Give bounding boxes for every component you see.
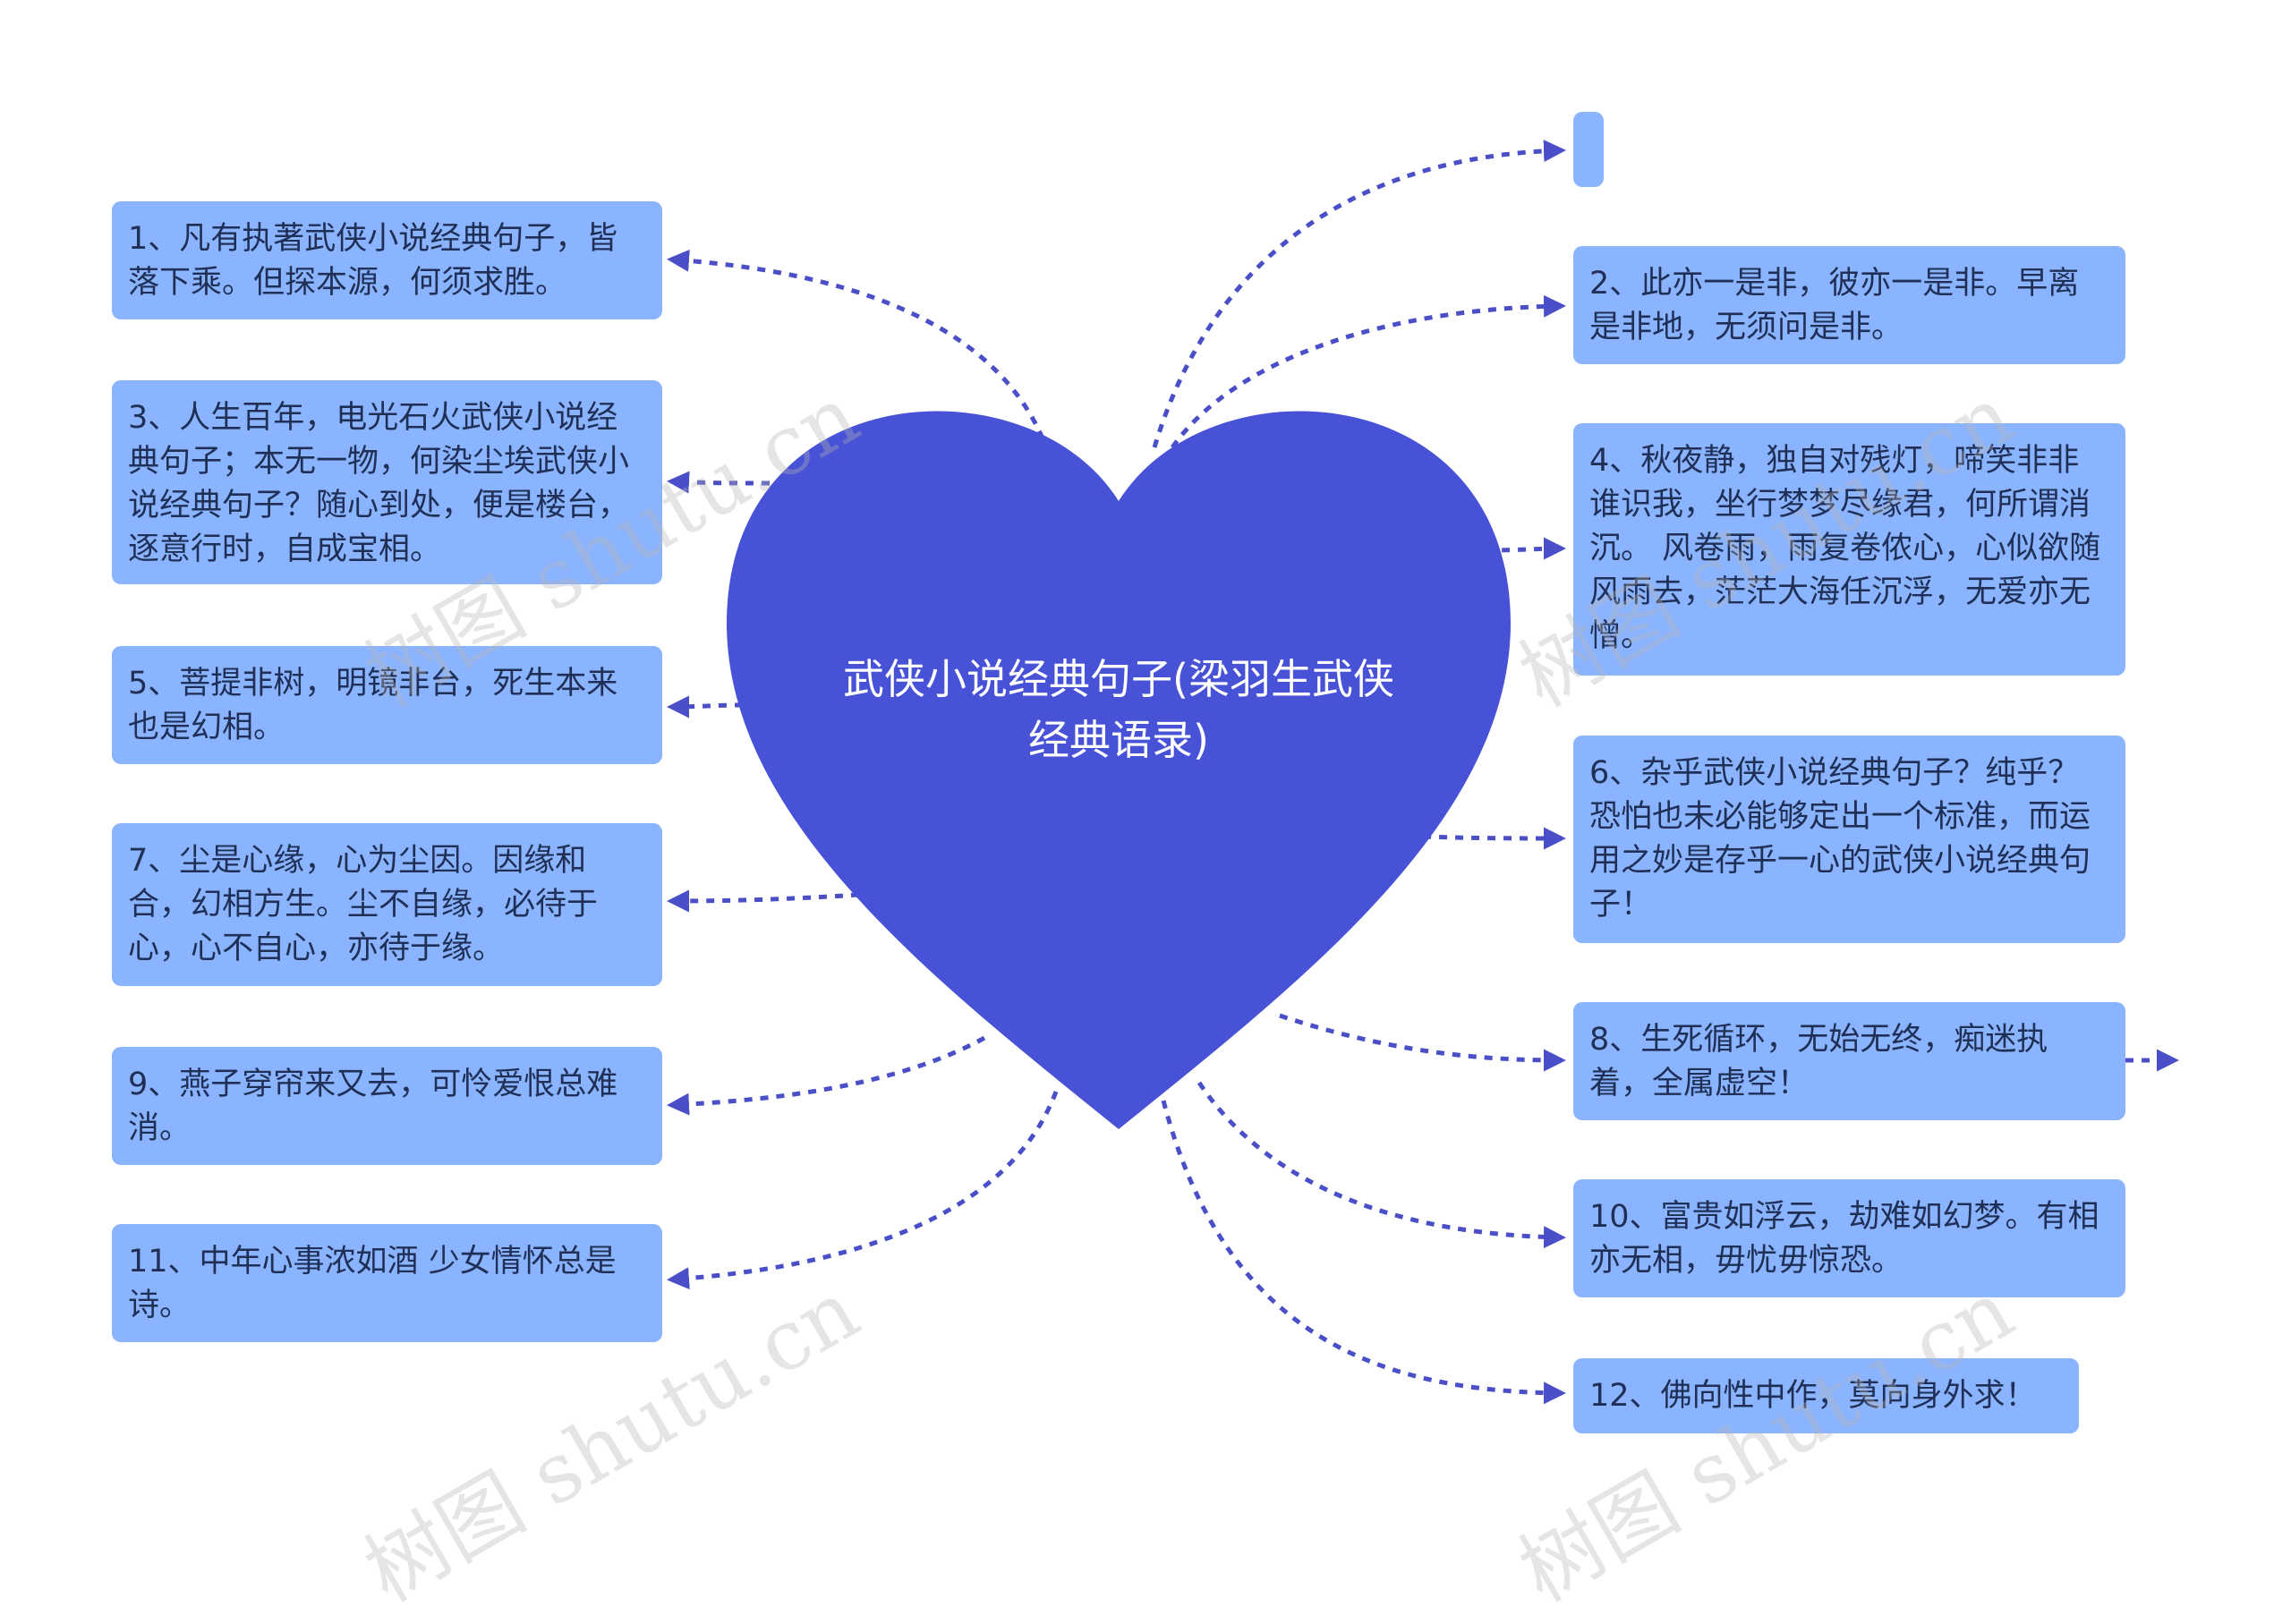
node-6[interactable]: 6、杂乎武侠小说经典句子？纯乎？恐怕也未必能够定出一个标准，而运用之妙是存乎一心…: [1573, 735, 2125, 943]
link-left-1: [667, 249, 1045, 439]
link-right-6: [1422, 827, 1566, 850]
node-10[interactable]: 10、富贵如浮云，劫难如幻梦。有相亦无相，毋忧毋惊恐。: [1573, 1179, 2125, 1297]
link-right-0: [1152, 140, 1566, 448]
link-right-12: [1161, 1100, 1566, 1405]
node-8[interactable]: 8、生死循环，无始无终，痴迷执着，全属虚空！: [1573, 1002, 2125, 1120]
node-7[interactable]: 7、尘是心缘，心为尘因。因缘和合，幻相方生。尘不自缘，必待于心，心不自心，亦待于…: [112, 823, 662, 986]
node-11[interactable]: 11、中年心事浓如酒 少女情怀总是诗。: [112, 1224, 662, 1342]
link-left-7: [667, 889, 860, 913]
link-left-5: [667, 695, 744, 718]
link-left-9: [667, 1035, 986, 1116]
link-right-10: [1197, 1081, 1566, 1249]
central-topic[interactable]: 武侠小说经典句子(梁羽生武侠经典语录): [843, 655, 1394, 764]
node-3[interactable]: 3、人生百年，电光石火武侠小说经典句子；本无一物，何染尘埃武侠小说经典句子？随心…: [112, 380, 662, 584]
node-empty[interactable]: [1573, 112, 1604, 187]
link-right-2: [1170, 294, 1566, 449]
node-2[interactable]: 2、此亦一是非，彼亦一是非。早离是非地，无须问是非。: [1573, 246, 2125, 364]
central-heart-shape: [726, 411, 1512, 1130]
link-right-8: [1279, 1013, 1566, 1072]
link-left-3: [667, 471, 771, 494]
node-9[interactable]: 9、燕子穿帘来又去，可怜爱恨总难消。: [112, 1047, 662, 1165]
node-5[interactable]: 5、菩提非树，明镜非台，死生本来也是幻相。: [112, 646, 662, 764]
link-right-4: [1485, 537, 1566, 560]
node-4[interactable]: 4、秋夜静，独自对残灯，啼笑非非谁识我，坐行梦梦尽缘君，何所谓消沉。 风卷雨，雨…: [1573, 423, 2125, 676]
connector-layer: [667, 140, 2179, 1405]
link-left-11: [667, 1091, 1059, 1290]
node-1[interactable]: 1、凡有执著武侠小说经典句子，皆落下乘。但探本源，何须求胜。: [112, 201, 662, 319]
node-12[interactable]: 12、佛向性中作，莫向身外求！: [1573, 1358, 2079, 1433]
